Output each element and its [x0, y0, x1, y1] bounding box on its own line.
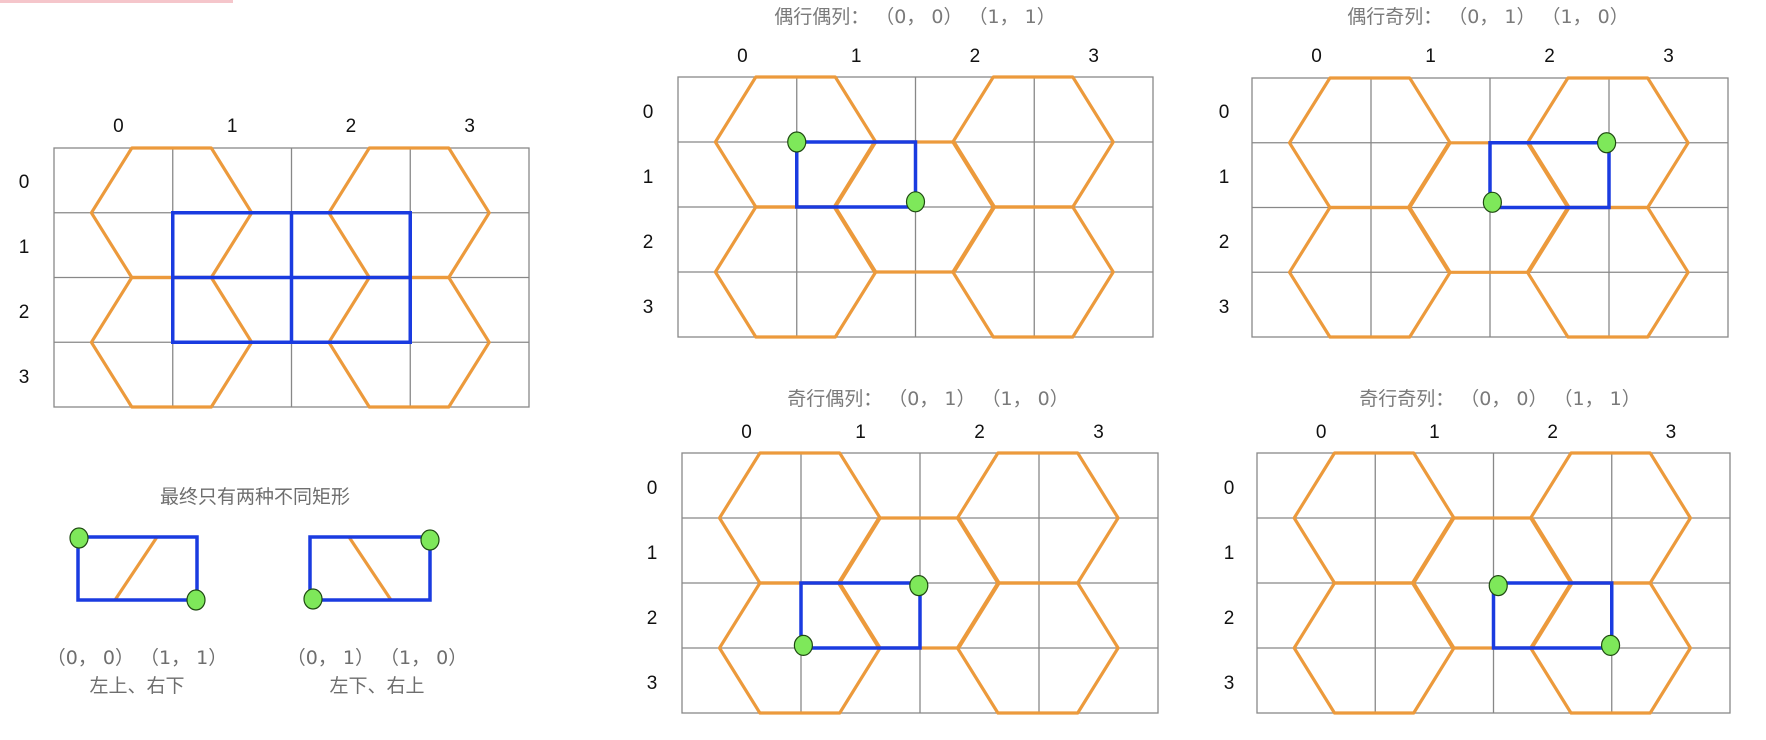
panel-title: 偶行偶列： （0， 0） （1， 1） — [774, 6, 1056, 28]
corner-dot-icon — [1597, 132, 1617, 154]
column-label: 3 — [1093, 422, 1104, 443]
row-label: 2 — [18, 301, 30, 323]
row-label: 0 — [646, 477, 658, 499]
corner-dot-icon — [793, 634, 813, 657]
row-label: 1 — [646, 542, 658, 564]
row-label: 0 — [1223, 477, 1235, 499]
legend-corners: 左下、右上 — [329, 675, 425, 697]
column-label: 1 — [850, 46, 862, 67]
rectangle-outline — [799, 581, 922, 650]
corner-dot-icon — [420, 529, 440, 551]
corner-dot-icon — [303, 588, 323, 610]
legend-shape — [69, 527, 206, 611]
column-label: 0 — [1311, 46, 1322, 67]
row-label: 1 — [642, 166, 654, 188]
selection-rectangle — [1491, 581, 1614, 650]
legend-caption-bottom-left-top-right: （0， 1） （1， 0） 左下、右上 — [287, 644, 467, 700]
row-label: 3 — [1218, 296, 1230, 318]
legend-coords: （0， 1） （1， 0） — [286, 647, 468, 669]
row-label: 3 — [1223, 672, 1235, 694]
column-label: 1 — [1429, 422, 1440, 443]
column-label: 0 — [741, 422, 752, 443]
panel-title: 奇行奇列： （0， 0） （1， 1） — [1359, 388, 1641, 410]
rectangle-outline — [1491, 581, 1614, 650]
rectangle-outline — [795, 140, 918, 209]
row-label: 2 — [642, 231, 654, 253]
corner-dot-icon — [69, 527, 89, 549]
column-label: 2 — [345, 116, 357, 137]
column-label: 1 — [855, 422, 866, 443]
legend-coords: （0， 0） （1， 1） — [46, 647, 228, 669]
row-label: 3 — [18, 366, 30, 388]
corner-dot-icon — [186, 589, 206, 611]
corner-dot-icon — [1488, 574, 1508, 597]
row-label: 2 — [646, 607, 658, 629]
column-label: 3 — [1088, 46, 1099, 67]
row-label: 2 — [1223, 607, 1235, 629]
rectangle-outline — [308, 535, 432, 602]
panel-even-row-odd-col — [1251, 76, 1729, 339]
selection-rectangle — [1488, 141, 1611, 210]
selection-rectangle — [795, 140, 918, 209]
row-label: 0 — [1218, 102, 1230, 124]
top-highlight-bar — [0, 0, 233, 3]
panel-title: 奇行偶列： （0， 1） （1， 0） — [787, 388, 1069, 410]
column-label: 2 — [1547, 422, 1558, 443]
legend-title: 最终只有两种不同矩形 — [159, 486, 351, 508]
corner-dot-icon — [905, 191, 926, 213]
row-label: 3 — [642, 296, 654, 318]
column-label: 3 — [1663, 46, 1674, 67]
column-label: 2 — [974, 422, 985, 443]
column-label: 0 — [737, 46, 748, 67]
column-label: 2 — [969, 46, 981, 67]
legend-corners: 左上、右下 — [89, 675, 185, 697]
column-label: 0 — [1315, 422, 1327, 443]
row-label: 2 — [1218, 231, 1230, 253]
panel-overview — [53, 146, 530, 409]
panel-odd-row-even-col — [681, 451, 1159, 715]
hex-edge-diagonal — [113, 536, 159, 601]
row-label: 3 — [646, 672, 658, 694]
row-label: 1 — [1223, 542, 1235, 564]
row-label: 0 — [642, 101, 654, 123]
rectangle-outline — [76, 535, 199, 602]
row-label: 1 — [1218, 167, 1230, 189]
row-label: 1 — [18, 237, 30, 259]
row-label: 0 — [18, 172, 30, 194]
corner-dot-icon — [1600, 634, 1621, 657]
column-label: 3 — [464, 116, 475, 137]
corner-dot-icon — [787, 131, 807, 153]
column-label: 2 — [1544, 46, 1555, 67]
hex-edge-diagonal — [347, 536, 393, 601]
legend-caption-top-left-bottom-right: （0， 0） （1， 1） 左上、右下 — [47, 644, 227, 700]
panel-odd-row-odd-col — [1256, 451, 1731, 715]
legend-shape — [303, 529, 440, 610]
rectangle-outline — [1488, 141, 1611, 210]
selection-rectangle — [799, 581, 922, 650]
column-label: 0 — [113, 116, 124, 137]
column-label: 1 — [1425, 46, 1436, 67]
corner-dot-icon — [1482, 191, 1502, 213]
column-label: 3 — [1665, 422, 1677, 443]
corner-dot-icon — [909, 574, 929, 597]
selection-rectangle — [171, 211, 412, 344]
column-label: 1 — [226, 116, 238, 137]
panel-title: 偶行奇列： （0， 1） （1， 0） — [1347, 6, 1629, 28]
panel-even-row-even-col — [677, 75, 1154, 339]
